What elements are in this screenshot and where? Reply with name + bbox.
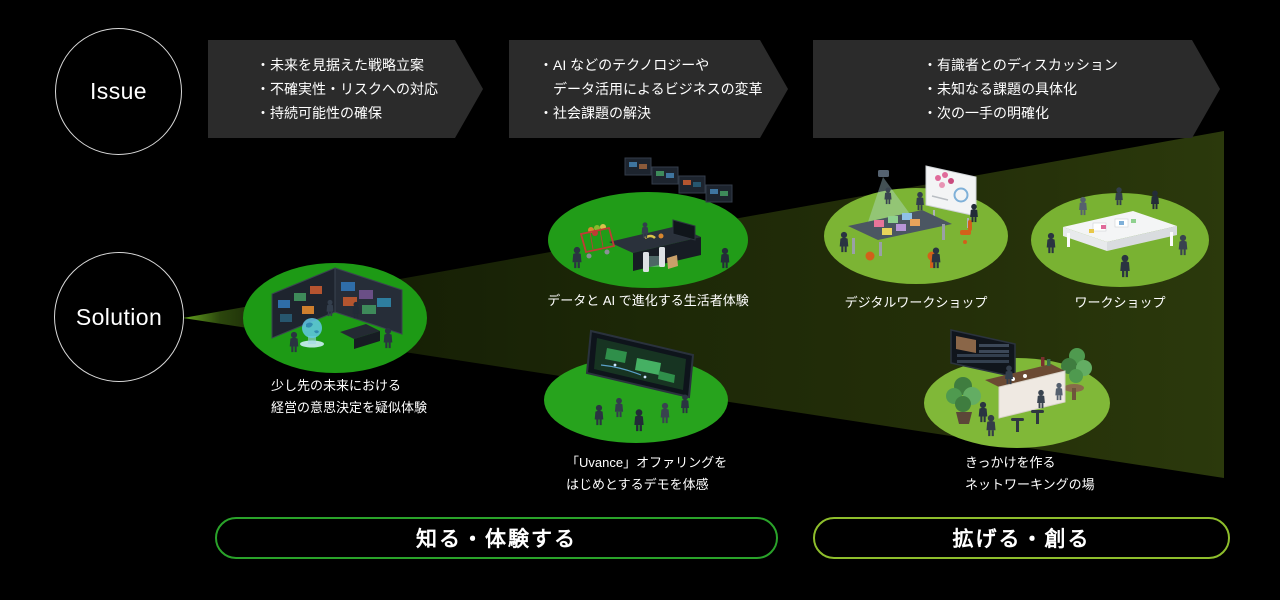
issue-bullet: ・未来を見据えた戦略立案	[256, 56, 424, 73]
bar-counter-icon	[985, 357, 1066, 419]
issue-bullet: ・不確実性・リスクへの対応	[256, 80, 438, 97]
caption-uvance: 「Uvance」オファリングを はじめとするデモを体感	[566, 452, 727, 496]
phase-label: 拡げる・創る	[952, 528, 1091, 551]
console-desk-icon	[340, 324, 380, 349]
issue-box-strategy: ・未来を見据えた戦略立案 ・不確実性・リスクへの対応 ・持続可能性の確保	[208, 40, 483, 138]
bar-stool-icon	[1011, 410, 1044, 432]
shopping-cart-icon	[579, 224, 616, 259]
issue-bullet: ・未知なる課題の具体化	[923, 80, 1077, 97]
caption-line: はじめとするデモを体感	[566, 477, 709, 492]
workshop-illustration	[1031, 187, 1209, 287]
digital-workshop-illustration	[824, 165, 1008, 284]
caption-line: ネットワーキングの場	[965, 477, 1095, 492]
caption-line: 少し先の未来における	[271, 378, 402, 393]
plant-icon	[1061, 348, 1092, 400]
large-demo-screen-icon	[585, 329, 695, 399]
issue-bullet: ・持続可能性の確保	[256, 104, 382, 121]
smart-gate-icon	[643, 247, 678, 272]
caption-workshop: ワークショップ	[1020, 292, 1220, 314]
display-screen-icon	[624, 157, 733, 203]
caption-future-decision: 少し先の未来における 経営の意思決定を疑似体験	[271, 375, 427, 419]
caption-line: ワークショップ	[1074, 295, 1166, 310]
hologram-globe-icon	[300, 318, 324, 348]
meeting-table-icon	[1063, 211, 1177, 251]
phase-pill-expand-create: 拡げる・創る	[813, 517, 1230, 559]
digital-table-icon	[848, 210, 952, 256]
caption-line: 「Uvance」オファリングを	[566, 455, 728, 470]
phase-pill-know-experience: 知る・体験する	[215, 517, 778, 559]
wall-screen-icon	[950, 329, 1016, 378]
issue-bullet: ・社会課題の解決	[539, 104, 651, 121]
issue-bullet: ・有識者とのディスカッション	[923, 56, 1118, 73]
green-ellipse	[824, 188, 1008, 284]
caption-line: 経営の意思決定を疑似体験	[271, 400, 428, 415]
phase-label: 知る・体験する	[416, 528, 577, 551]
issue-bullet: ・次の一手の明確化	[923, 104, 1049, 121]
issue-bullet: データ活用によるビジネスの変革	[539, 80, 763, 97]
plant-icon	[946, 377, 981, 424]
solution-circle: Solution	[54, 252, 184, 382]
networking-illustration	[924, 329, 1110, 448]
caption-networking: きっかけを作る ネットワーキングの場	[965, 452, 1095, 496]
issue-box-technology: ・AI などのテクノロジーや データ活用によるビジネスの変革 ・社会課題の解決	[509, 40, 788, 138]
retail-experience-illustration	[548, 157, 748, 288]
caption-line: きっかけを作る	[965, 455, 1056, 470]
caption-retail: データと AI で進化する生活者体験	[538, 290, 758, 312]
solution-label: Solution	[75, 303, 163, 330]
caption-line: デジタルワークショップ	[844, 295, 988, 310]
caption-line: データと AI で進化する生活者体験	[547, 293, 749, 308]
caption-digital-workshop: デジタルワークショップ	[816, 292, 1016, 314]
uvance-demo-illustration	[544, 329, 728, 443]
issue-circle: Issue	[55, 28, 182, 155]
screen-wall-icon	[271, 267, 403, 339]
control-room-illustration	[243, 263, 427, 373]
issue-box-discussion: ・有識者とのディスカッション ・未知なる課題の具体化 ・次の一手の明確化	[813, 40, 1220, 138]
issue-bullet: ・AI などのテクノロジーや	[539, 56, 710, 73]
office-chair-icon	[865, 220, 972, 268]
issue-label: Issue	[90, 78, 147, 104]
